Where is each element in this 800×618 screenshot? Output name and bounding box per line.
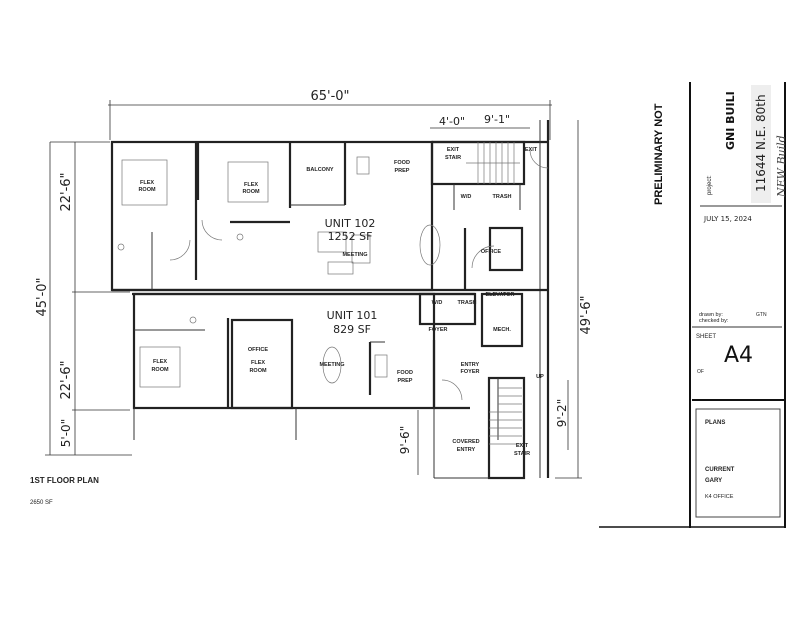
label-flex: FLEX <box>244 182 258 188</box>
sheet-label: SHEET <box>696 334 716 340</box>
title-block <box>599 82 786 528</box>
label-exit: EXIT <box>447 147 460 153</box>
dim-right-depth: 49'-6" <box>579 295 594 334</box>
label-stair: STAIR <box>514 451 530 457</box>
label-food: FOOD <box>397 370 413 376</box>
label-foyer: FOYER <box>429 327 448 333</box>
stair-treads-lower <box>489 387 522 445</box>
dim-stair-offset: 4'-0" <box>439 115 465 128</box>
label-exit: EXIT <box>516 443 529 449</box>
label-mech: MECH. <box>493 327 511 333</box>
dim-overall-width: 65'-0" <box>310 89 349 104</box>
project-label: project: <box>707 175 713 195</box>
note-current: CURRENT <box>705 467 735 473</box>
label-balcony: BALCONY <box>306 167 334 173</box>
plan-total-area: 2650 SF <box>30 500 53 506</box>
label-entry: ENTRY <box>457 447 476 453</box>
dim-upper-depth: 22'-6" <box>59 172 74 211</box>
sheet-number: A4 <box>724 343 753 368</box>
label-meeting: MEETING <box>319 362 344 368</box>
plans-label: PLANS <box>705 420 725 426</box>
dim-covered-depth: 5'-0" <box>59 419 73 447</box>
project-address: 11644 N.E. 80th <box>754 94 768 192</box>
label-up: UP <box>536 374 544 380</box>
label-prep: PREP <box>398 378 413 384</box>
label-wd: W/D <box>432 300 443 306</box>
dimension-lines <box>45 100 582 479</box>
project-name: GNI BUILI <box>724 91 737 150</box>
label-entry: ENTRY <box>461 362 480 368</box>
dim-stair-width: 9'-1" <box>484 113 510 126</box>
label-flex: FLEX <box>153 359 167 365</box>
label-trash: TRASH <box>458 300 477 306</box>
unit-101-name: UNIT 101 <box>327 309 378 322</box>
label-trash: TRASH <box>493 194 512 200</box>
checked-by-label: checked by: <box>699 318 729 324</box>
label-office: OFFICE <box>248 347 268 353</box>
label-food: FOOD <box>394 160 410 166</box>
unit-102-name: UNIT 102 <box>325 217 376 230</box>
label-room: ROOM <box>151 367 169 373</box>
label-prep: PREP <box>395 168 410 174</box>
label-foyer: FOYER <box>461 369 480 375</box>
label-wd: W/D <box>461 194 472 200</box>
drawn-by-label: drawn by: <box>699 312 723 318</box>
handwritten-note: NEW Build <box>775 135 788 198</box>
label-exit: EXIT <box>525 147 538 153</box>
room-labels: FLEX ROOM FLEX ROOM BALCONY FOOD PREP EX… <box>138 147 544 457</box>
label-office: OFFICE <box>481 249 501 255</box>
label-elevator: ELEVATOR <box>485 292 514 298</box>
walls <box>110 120 550 480</box>
dim-lower-depth: 22'-6" <box>59 360 74 399</box>
preliminary-stamp: PRELIMINARY NOT <box>653 103 665 205</box>
plan-title: 1ST FLOOR PLAN <box>30 476 99 485</box>
stair-treads-upper <box>466 142 520 184</box>
dim-overall-depth: 45'-0" <box>35 277 50 316</box>
dim-entry-depth: 9'-6" <box>398 426 412 454</box>
label-meeting: MEETING <box>342 252 367 258</box>
note-gary: GARY <box>705 478 722 484</box>
label-covered: COVERED <box>452 439 479 445</box>
of-label: OF <box>697 369 704 375</box>
drawn-by-value: GTN <box>756 312 767 318</box>
label-flex: FLEX <box>251 360 265 366</box>
label-room: ROOM <box>249 368 267 374</box>
unit-102-area: 1252 SF <box>328 230 373 243</box>
furniture <box>117 149 549 401</box>
label-flex: FLEX <box>140 180 154 186</box>
label-stair: STAIR <box>445 155 461 161</box>
note-office: K4 OFFICE <box>705 494 734 500</box>
sheet-date: JULY 15, 2024 <box>703 215 752 223</box>
label-room: ROOM <box>242 189 260 195</box>
unit-101-area: 829 SF <box>333 323 371 336</box>
label-room: ROOM <box>138 187 156 193</box>
dim-lower-stair: 9'-2" <box>555 399 569 427</box>
